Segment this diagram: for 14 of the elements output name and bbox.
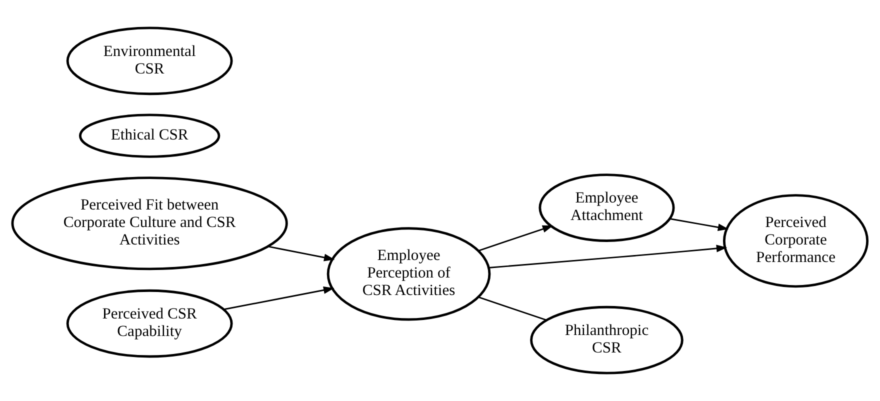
node-ellipse: Employee Perception of CSR Activities bbox=[326, 227, 491, 321]
node-ellipse: Environmental CSR bbox=[66, 26, 233, 96]
node-ellipse: Employee Attachment bbox=[538, 174, 675, 242]
connector bbox=[478, 296, 547, 321]
arrow bbox=[268, 246, 335, 262]
node-ellipse: Ethical CSR bbox=[78, 114, 220, 158]
arrow bbox=[488, 244, 728, 268]
node-ellipse: Perceived CSR Capability bbox=[66, 289, 233, 358]
node-ellipse: Perceived Fit between Corporate Culture and CSR Activities bbox=[11, 176, 288, 270]
arrow bbox=[224, 286, 334, 310]
arrow bbox=[670, 218, 729, 231]
node-ellipse: Philanthropic CSR bbox=[530, 306, 684, 374]
node-ellipse: Perceived Corporate Performance bbox=[722, 194, 869, 288]
arrow bbox=[478, 225, 554, 252]
